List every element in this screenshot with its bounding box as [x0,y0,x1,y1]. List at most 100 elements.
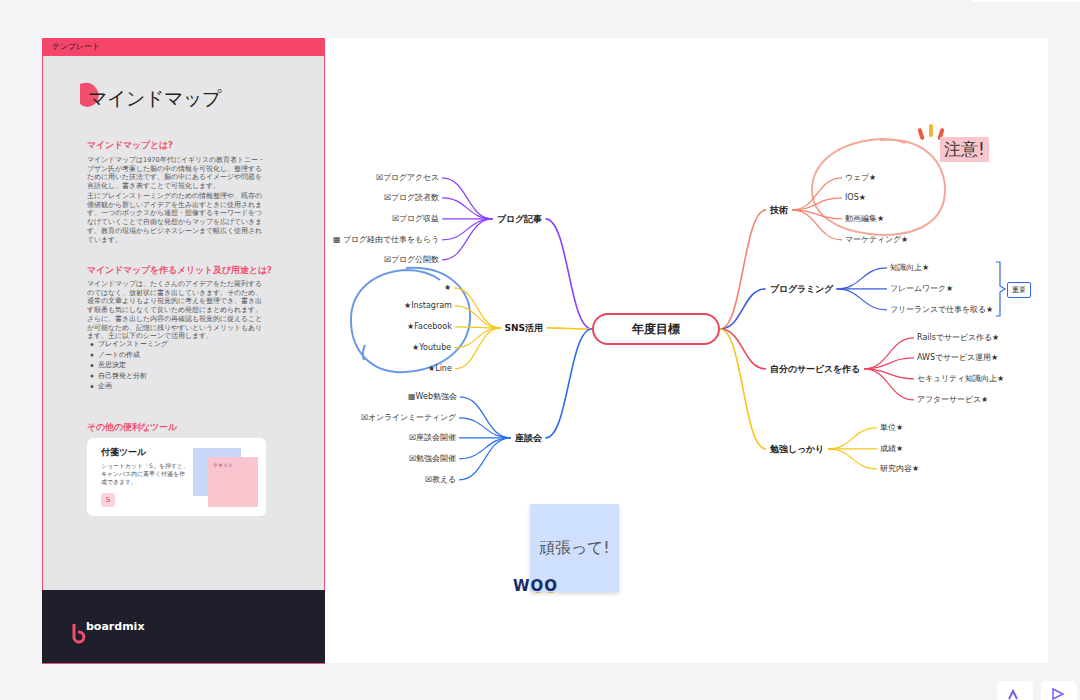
list-item: 企画 [98,382,112,391]
cursor-icon [1053,689,1063,699]
leaf-topic: アフターサービス★ [917,395,988,405]
list-item: 自己啓発と分析 [98,372,147,381]
branch-topic: 勉強しっかり [769,444,825,455]
leaf-topic: ☒ブログ収益 [392,214,439,224]
leaf-topic: ☒勉強会開催 [409,454,456,464]
canvas [325,38,1048,663]
topic-text: 年度目標 [632,321,680,338]
branch-text: ブログ記事 [497,214,542,225]
leaf-text: ☒ブログ収益 [392,214,439,224]
leaf-text: ★Youtube [412,343,451,353]
leaf-topic: ★Facebook [407,322,452,332]
section-heading: その他の便利なツール [87,422,177,434]
leaf-topic: ☒オンラインミーティング [361,413,456,423]
branch-connector [828,428,877,449]
leaf-text: 研究内容★ [880,464,919,474]
leaf-text: ★ [444,283,451,293]
branch-topic: 座談会 [514,433,543,444]
top-toolbar [970,0,1080,2]
sticker-text: WOO [513,577,558,595]
branch-connector [720,289,766,329]
leaf-topic: ★Line [428,364,452,374]
list-item: 意思決定 [98,361,126,370]
leaf-text: フリーランスで仕事を取る★ [890,305,993,315]
toolbar-button [1041,681,1077,700]
logo [74,624,84,642]
leaf-text: ▦Web勉強会 [408,392,457,402]
highlight-note: 注意! [940,137,989,162]
leaf-text: 単位★ [880,423,903,433]
leaf-text: アフターサービス★ [917,395,988,405]
leaf-text: 成績★ [880,444,903,454]
branch-connector [864,358,914,369]
template-panel [43,39,325,664]
branch-connector [455,327,501,328]
branch-text: プログラミング [770,284,833,295]
branch-connector [460,397,511,438]
branch-connector [442,178,492,219]
panel-header [42,38,325,56]
leaf-text: ☒座談会開催 [409,433,456,443]
leaf-text: ☒勉強会開催 [409,454,456,464]
card-heading: 付箋ツール [101,447,146,459]
leaf-text: ☒教える [425,475,456,485]
leaf-text: ウェブ★ [845,173,876,183]
leaf-topic: ウェブ★ [845,173,876,183]
branch-text: 勉強しっかり [770,444,824,455]
branch-connector [547,328,592,329]
branch-topic: プログラミング [769,284,834,295]
leaf-text: AWSでサービス運用★ [917,353,998,363]
shortcut-key: S [101,493,115,507]
brand-name: boardmix [86,620,144,633]
branch-topic: ブログ記事 [496,214,543,225]
tag-box: 重要 [1007,282,1031,298]
branch-connector [837,289,888,310]
leaf-topic: ▦ ブログ経由で仕事をもらう [333,235,439,245]
leaf-text: Railsでサービス作る★ [917,333,999,343]
hand-drawn-circle [351,268,470,372]
leaf-text: ★Line [428,364,452,374]
leaf-text: IOS★ [845,193,866,203]
branch-connector [454,288,500,328]
leaf-topic: ☒教える [425,475,456,485]
branch-connector [837,268,888,289]
branch-text: 座談会 [515,433,542,444]
leaf-topic: マーケティング★ [845,235,908,245]
leaf-text: ☒オンラインミーティング [361,413,456,423]
list-item: ノートの作成 [98,351,140,360]
leaf-text: ★Facebook [407,322,452,332]
toolbar-button [997,681,1033,700]
leaf-topic: ☒ブログ読者数 [384,193,439,203]
tool-card [87,438,266,516]
branch-connector [459,418,510,438]
tool-card: 付箋ツールショートカット「S」を押すと、キャンバス内に素早く付箋を作成できます。… [87,438,266,516]
branch-text: 自分のサービスを作る [770,364,860,375]
leaf-topic: ★Youtube [412,343,451,353]
footer-band: boardmix [42,590,324,663]
branch-topic: 自分のサービスを作る [769,364,861,375]
branch-connector [720,329,766,449]
leaf-topic: 知識向上★ [890,263,929,273]
branch-connector [442,198,492,219]
branch-connector [459,438,510,480]
branch-text: SNS活用 [505,323,544,334]
body-text: 主にブレインストーミングのための情報整理や、既存の価値観から新しいアイデアを生み… [87,192,267,244]
leaf-text: フレームワーク★ [890,284,953,294]
leaf-topic: AWSでサービス運用★ [917,353,998,363]
leaf-topic: フレームワーク★ [890,284,953,294]
leaf-topic: ★Instagram [404,301,452,311]
branch-connector [792,178,842,210]
branch-topic: SNS活用 [504,323,545,334]
sticky-note: テキスト [208,457,258,507]
leaf-topic: ▦Web勉強会 [408,392,457,402]
branch-connector [455,328,501,369]
leaf-text: ☒ブログアクセス [376,173,439,183]
leaf-text: 動画編集★ [845,214,884,224]
branch-connector [546,329,593,438]
branch-connector [454,328,500,348]
section-heading: マインドマップとは? [87,140,173,152]
section-heading: マインドマップを作るメリット及び用途とは? [87,265,272,277]
leaf-topic: セキュリティ知識向上★ [917,374,1004,384]
sticky-text: 頑張って! [539,538,609,559]
leaf-text: セキュリティ知識向上★ [917,374,1004,384]
